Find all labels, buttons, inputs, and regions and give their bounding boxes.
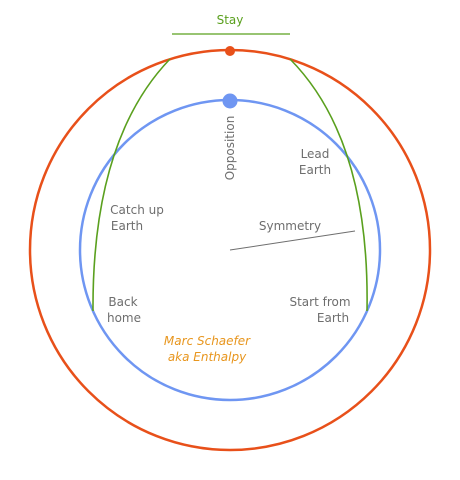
symmetry-label: Symmetry <box>259 219 321 233</box>
start-from-earth-label-line1: Start from <box>289 295 350 309</box>
outer-planet-dot <box>225 46 235 56</box>
back-home-label-line2: home <box>107 311 141 325</box>
opposition-label: Opposition <box>223 116 237 181</box>
lead-earth-label-line2: Earth <box>299 163 331 177</box>
catch-up-label-line1: Catch up <box>110 203 164 217</box>
credit-line2: aka Enthalpy <box>168 350 247 364</box>
stay-label: Stay <box>217 13 244 27</box>
start-from-earth-label-line2: Earth <box>317 311 349 325</box>
symmetry-line <box>229 230 356 251</box>
lead-earth-label-line1: Lead <box>301 147 330 161</box>
return-trajectory <box>92 58 171 312</box>
outbound-trajectory <box>289 58 368 312</box>
back-home-label-line1: Back <box>108 295 137 309</box>
catch-up-label-line2: Earth <box>111 219 143 233</box>
earth-dot <box>222 93 238 109</box>
credit-line1: Marc Schaefer <box>164 334 251 348</box>
